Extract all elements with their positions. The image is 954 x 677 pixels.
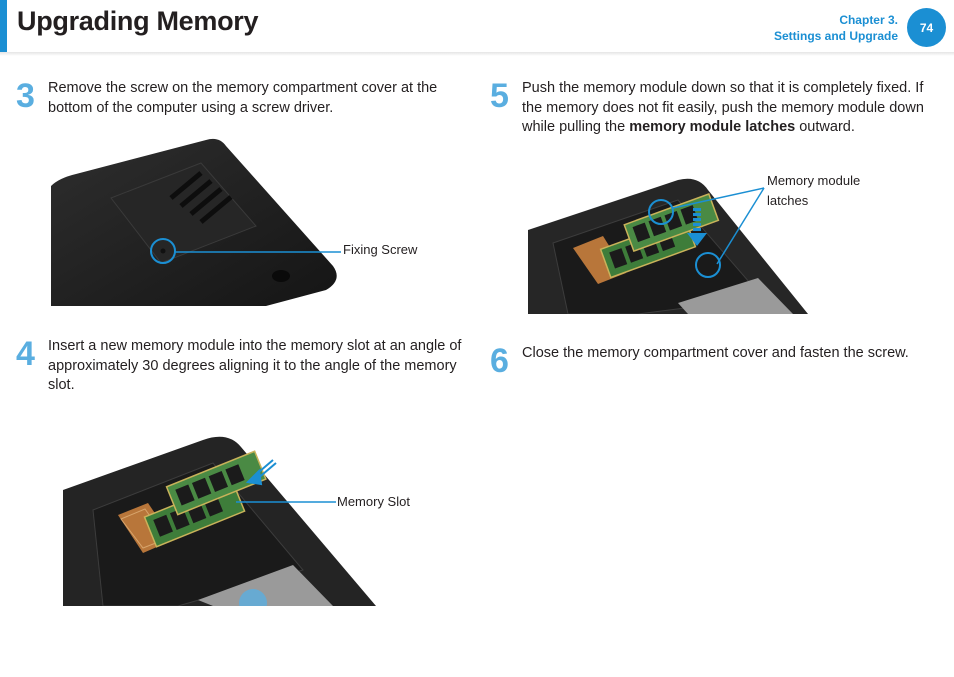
fixing-screw-callout: Fixing Screw [343,242,418,257]
step-4-number: 4 [16,335,35,373]
step-3-number: 3 [16,77,35,115]
step-6-text: Close the memory compartment cover and f… [522,345,909,361]
memory-slot-leader-line [236,501,336,503]
laptop-bottom-screw-photo [51,138,341,306]
fixing-screw-leader-line [175,251,341,253]
step-5-text-after: outward. [795,119,855,135]
step-5-text: Push the memory module down so that it i… [522,79,947,138]
latches-callout-line2: latches [767,193,809,208]
step-5-number: 5 [490,77,509,115]
page-title: Upgrading Memory [17,6,259,36]
latches-callout-line1: Memory module [767,173,861,188]
page-number-badge: 74 [907,8,946,47]
memory-latches-photo [528,178,808,314]
memory-slot-photo [63,435,376,606]
chapter-number: Chapter 3. [839,13,898,27]
memory-slot-callout: Memory Slot [337,494,410,509]
header-accent-bar [0,0,7,52]
step-5-text-bold: memory module latches [629,119,796,135]
latches-leader-lines [672,187,765,265]
step-3-text: Remove the screw on the memory compartme… [48,80,438,116]
step-4-text: Insert a new memory module into the memo… [48,338,462,393]
step-5-text-before: Push the memory module down so that it i… [522,80,924,135]
chapter-name: Settings and Upgrade [773,29,898,43]
step-6-number: 6 [490,342,509,380]
header-divider [0,52,954,56]
chapter-label: Chapter 3. Settings and Upgrade [774,12,898,44]
